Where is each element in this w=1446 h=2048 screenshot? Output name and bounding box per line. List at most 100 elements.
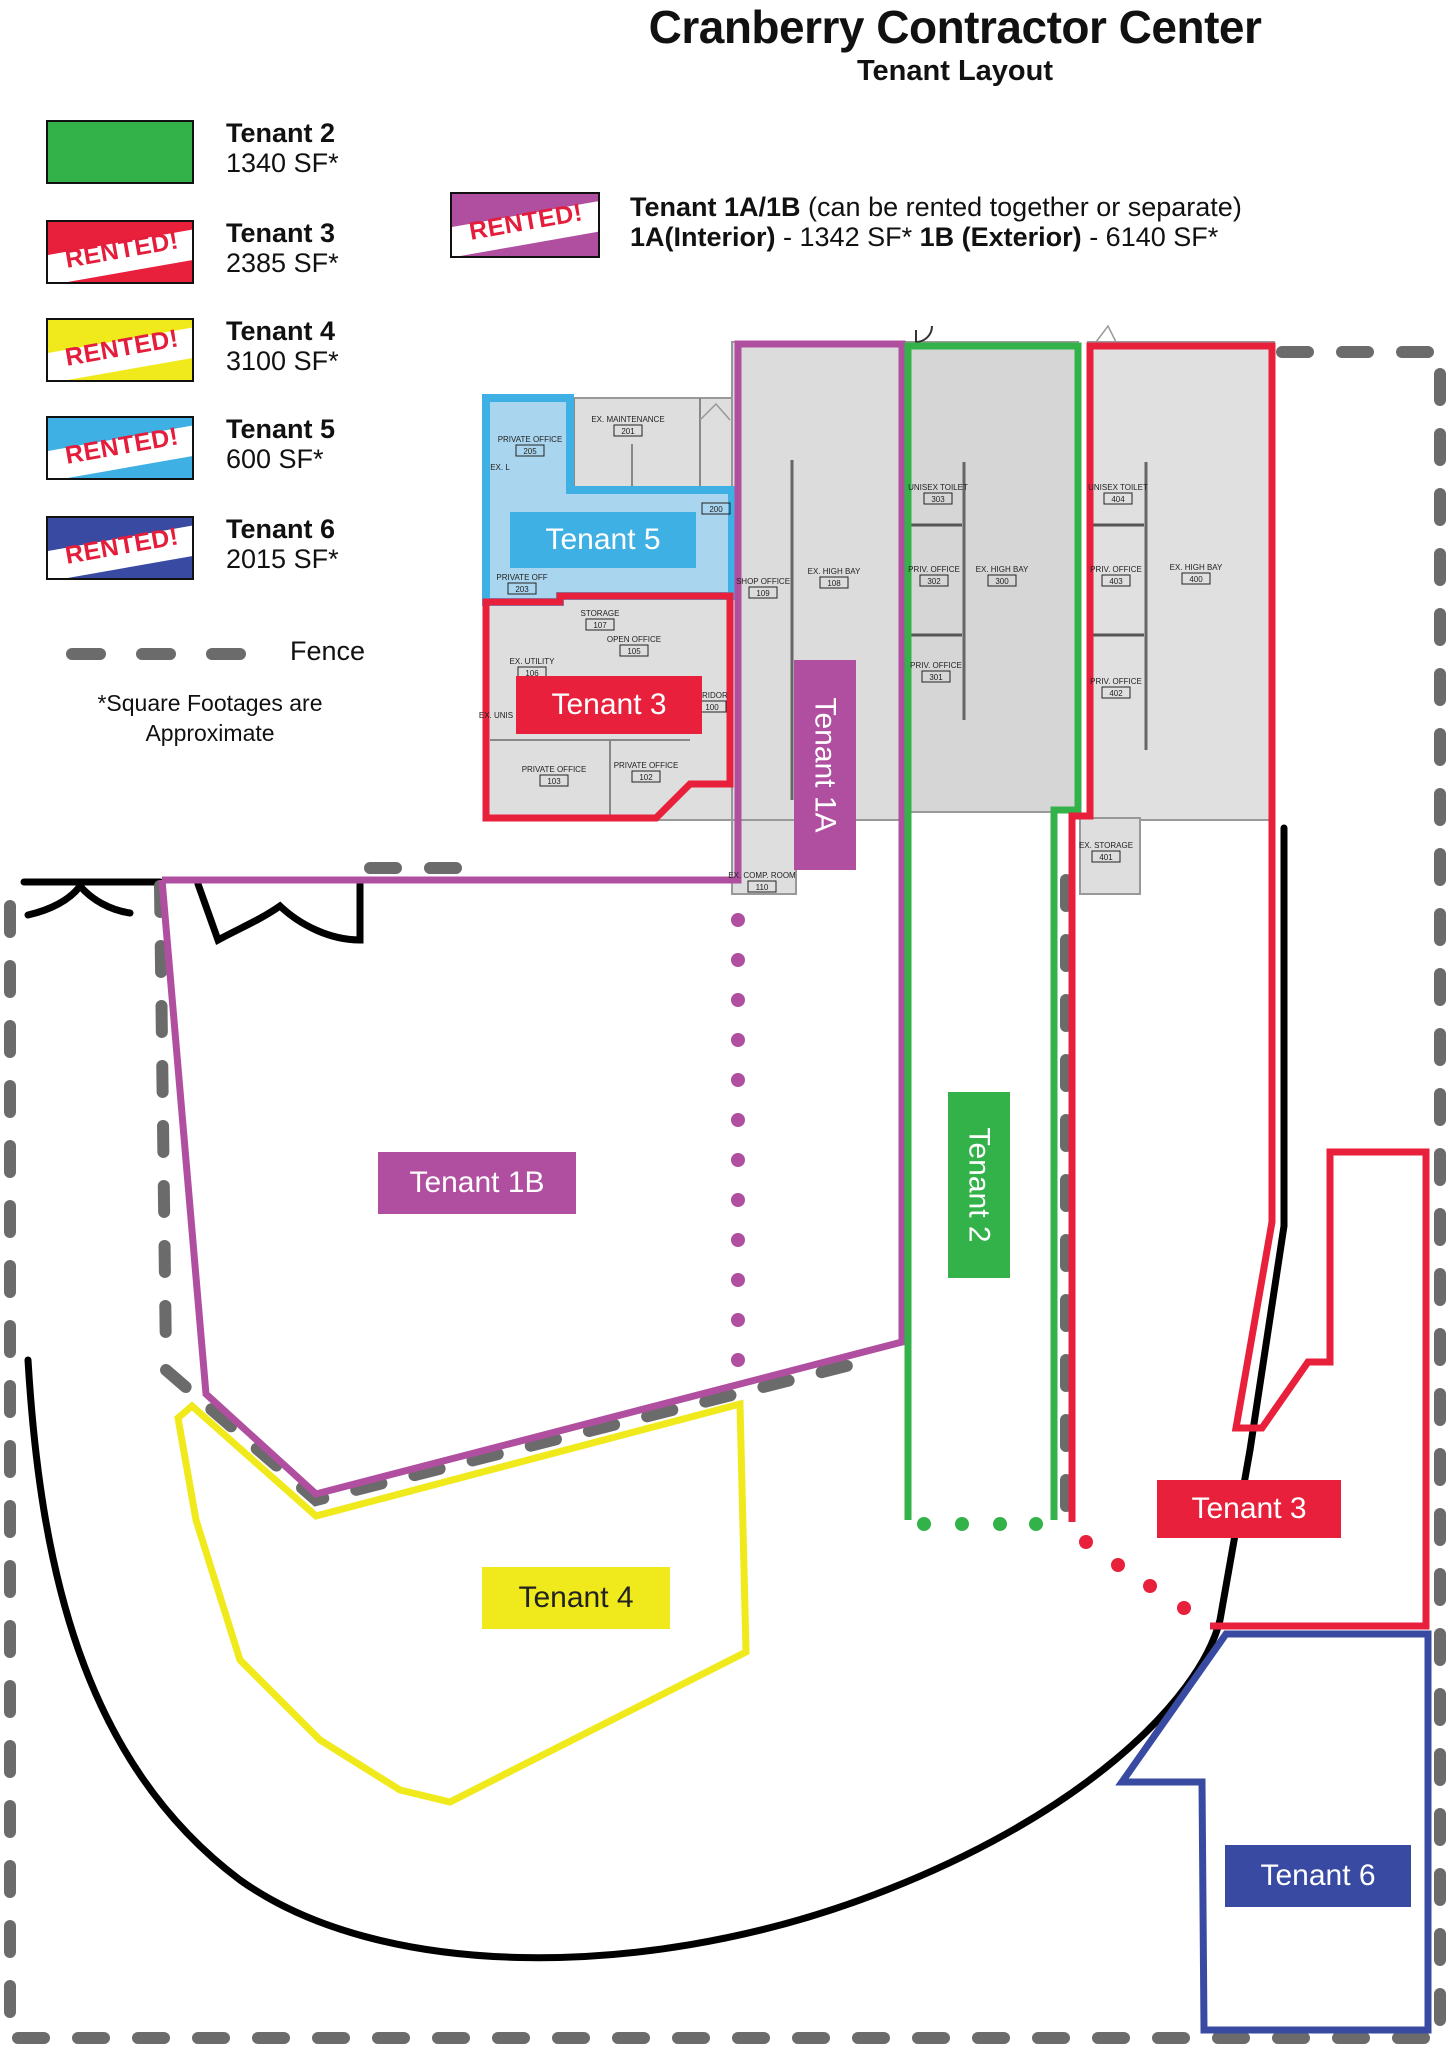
page-title: Cranberry Contractor Center xyxy=(648,1,1262,53)
legend-swatch-tenant-3: RENTED! xyxy=(46,220,194,284)
room-name: PRIV. OFFICE xyxy=(908,565,960,574)
room-number: 106 xyxy=(525,669,539,678)
tenant-2-dotted-line xyxy=(917,1517,1043,1531)
tenant-3-exterior-boundary xyxy=(1068,342,1430,1630)
room-number-box xyxy=(701,502,731,515)
fence-dash-icon xyxy=(66,648,106,660)
tenant-1b-area: - 6140 SF* xyxy=(1089,222,1219,252)
curb-arc-1 xyxy=(24,880,134,919)
legend-area: 1340 SF* xyxy=(226,148,339,178)
tenant-1-name: Tenant 1A/1B xyxy=(630,192,801,222)
fence-label: Fence xyxy=(290,636,366,666)
tenant-3-dot xyxy=(1177,1601,1191,1615)
room-number-box xyxy=(1103,492,1133,505)
room-name: PRIV. OFFICE xyxy=(1090,677,1142,686)
room-name: PRIV. OFFICE xyxy=(910,661,962,670)
room-number-box xyxy=(923,492,953,505)
fence-diagonal xyxy=(160,1354,876,1507)
tenant-1b-dot xyxy=(731,1153,745,1167)
room-comp xyxy=(731,819,797,895)
room-number: 109 xyxy=(756,589,770,598)
fence-dash-icon xyxy=(206,648,246,660)
tenant-4-boundary xyxy=(174,1399,750,1806)
tenant-1b-dot xyxy=(731,1273,745,1287)
tenant-1b-dot xyxy=(731,1073,745,1087)
legend-area: 2385 SF* xyxy=(226,248,339,278)
room-number: 301 xyxy=(929,673,943,682)
room-number-box xyxy=(539,774,569,787)
room-name: STORAGE xyxy=(581,609,620,618)
room-number-box xyxy=(819,576,849,589)
room-name: OPEN OFFICE xyxy=(607,635,661,644)
building-floorplan xyxy=(485,324,1275,895)
room-number-box xyxy=(748,586,778,599)
legend-name: Tenant 4 xyxy=(226,316,336,346)
room-number: 400 xyxy=(1189,575,1203,584)
room-name: EX. HIGH BAY xyxy=(976,565,1029,574)
legend-name: Tenant 3 xyxy=(226,218,336,248)
room-number: 200 xyxy=(709,505,723,514)
tenant-1b-dotted-line xyxy=(731,913,745,1367)
tenant-1b-label: 1B (Exterior) xyxy=(919,222,1082,252)
legend-swatch-tenant-2 xyxy=(46,120,194,184)
tenant-1-note: (can be rented together or separate) xyxy=(808,192,1242,222)
tenant-1b-dot xyxy=(731,913,745,927)
footnote-line-1: *Square Footages are xyxy=(97,690,323,716)
tenant-3-exterior-label: Tenant 3 xyxy=(1157,1480,1341,1538)
room-name: UNISEX TOILET xyxy=(1088,483,1148,492)
tenant-1b-dot xyxy=(731,1353,745,1367)
legend-name: Tenant 5 xyxy=(226,414,336,444)
room-name: RRIDOR xyxy=(696,691,728,700)
page-subtitle: Tenant Layout xyxy=(856,55,1054,87)
tenant-1b-dot xyxy=(731,1313,745,1327)
room-number: 108 xyxy=(827,579,841,588)
room-number-box xyxy=(1101,686,1131,699)
tenant-3-interior-boundary xyxy=(482,592,734,822)
room-number: 402 xyxy=(1109,689,1123,698)
room-number-box xyxy=(507,582,537,595)
fence xyxy=(4,346,1446,2044)
legend-area: 3100 SF* xyxy=(226,346,339,376)
room-number-box xyxy=(987,574,1017,587)
tenant-1b-dot xyxy=(731,1113,745,1127)
room-number: 404 xyxy=(1111,495,1125,504)
tenant-3-interior-label: Tenant 3 xyxy=(516,676,702,734)
room-number-box xyxy=(921,670,951,683)
legend-swatch-tenant-4: RENTED! xyxy=(46,318,194,382)
tenant-1a-area: - 1342 SF* xyxy=(783,222,913,252)
building-bay-3 xyxy=(1087,341,1275,821)
curb-lines xyxy=(20,824,1288,1962)
tenant-2-dot xyxy=(955,1517,969,1531)
room-number: 100 xyxy=(705,703,719,712)
room-number: 203 xyxy=(515,585,529,594)
room-number: 201 xyxy=(621,427,635,436)
tenant-1b-label: Tenant 1B xyxy=(378,1152,576,1214)
room-name: EX. UNIS xyxy=(479,711,513,720)
room-number-box xyxy=(613,424,643,437)
room-number: 107 xyxy=(593,621,607,630)
room-number: 403 xyxy=(1109,577,1123,586)
curb-arc-2 xyxy=(194,880,364,946)
fence-top-right xyxy=(4,346,1446,2044)
room-name: PRIVATE OFFICE xyxy=(614,761,679,770)
tenant-5-label: Tenant 5 xyxy=(510,512,696,568)
tenant-2-label-text: Tenant 2 xyxy=(963,1127,996,1243)
tenant-1a-label-text: Tenant 1A xyxy=(809,697,843,833)
room-name: EX. MAINTENANCE xyxy=(591,415,664,424)
room-number-box xyxy=(747,880,777,893)
fence-dash-icon xyxy=(136,648,176,660)
tenant-1b-dot xyxy=(731,993,745,1007)
legend-swatch-tenant-5: RENTED! xyxy=(46,416,194,480)
legend-swatch-tenant-1: RENTED! xyxy=(450,192,600,258)
legend-swatch-tenant-6: RENTED! xyxy=(46,516,194,580)
room-number-box xyxy=(1091,850,1121,863)
room-name: PRIVATE OFFICE xyxy=(522,765,587,774)
room-name: EX. STORAGE xyxy=(1079,841,1133,850)
legend-name: Tenant 2 xyxy=(226,118,336,148)
room-name: PRIV. OFFICE xyxy=(1090,565,1142,574)
legend-area: 600 SF* xyxy=(226,444,324,474)
